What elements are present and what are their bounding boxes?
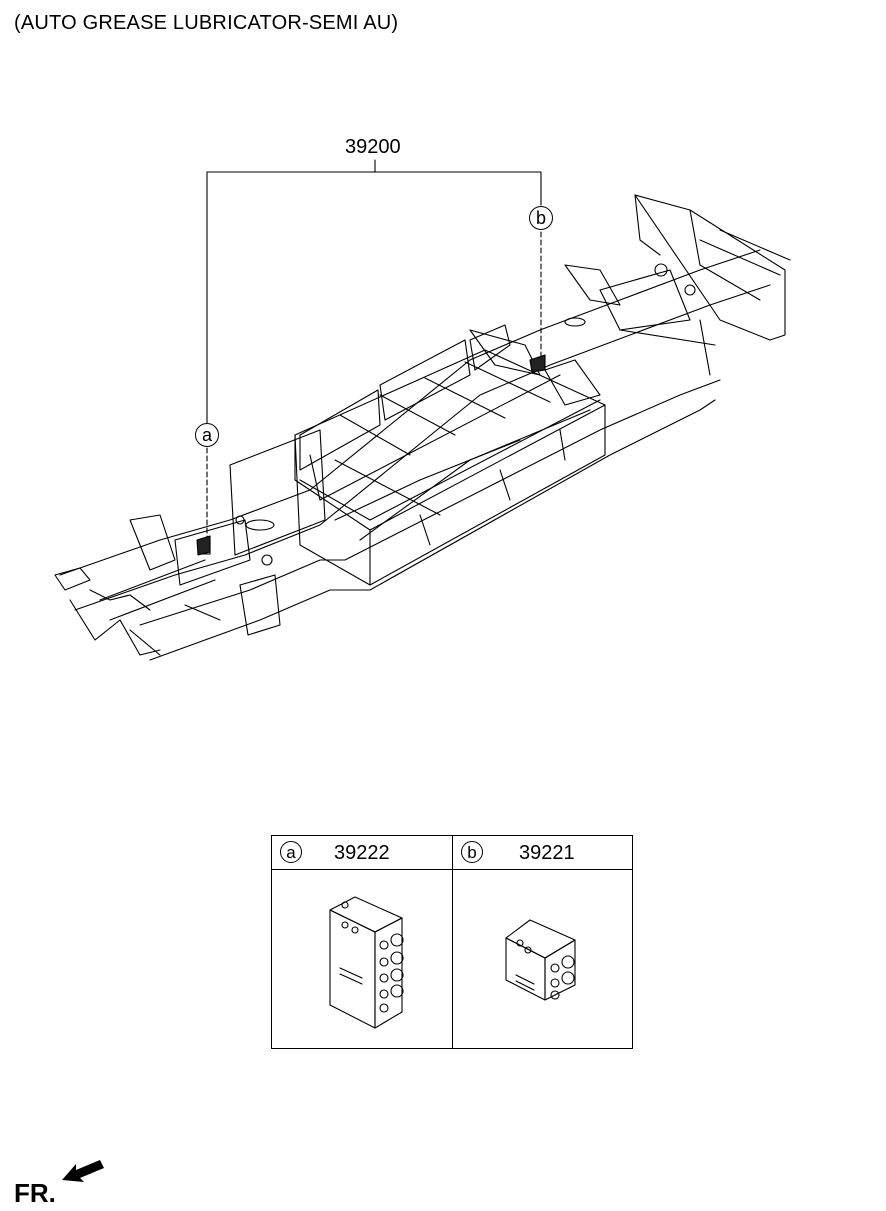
callout-a: a: [195, 423, 219, 447]
parts-legend-table: a 39222 b 39221: [271, 835, 633, 1049]
frame-chassis-drawing: [54, 194, 791, 661]
legend-cell-b: b 39221: [453, 836, 632, 1048]
lubricator-block-small: [505, 919, 576, 1001]
legend-cell-a: a 39222: [272, 836, 453, 1048]
assembly-part-number: 39200: [345, 136, 401, 158]
legend-header-a: a 39222: [272, 836, 452, 870]
legend-part-number-a: 39222: [334, 842, 390, 864]
lubricator-block-large: [329, 896, 404, 1029]
page-title: (AUTO GREASE LUBRICATOR-SEMI AU): [14, 12, 399, 34]
legend-header-b: b 39221: [453, 836, 632, 870]
front-label: FR.: [14, 1178, 56, 1208]
callout-b: b: [529, 206, 553, 230]
legend-letter-b: b: [461, 841, 483, 863]
legend-image-b: [453, 870, 632, 1048]
legend-part-number-b: 39221: [519, 842, 575, 864]
legend-letter-a: a: [280, 841, 302, 863]
front-arrow-icon: [62, 1160, 104, 1182]
legend-image-a: [272, 870, 452, 1048]
